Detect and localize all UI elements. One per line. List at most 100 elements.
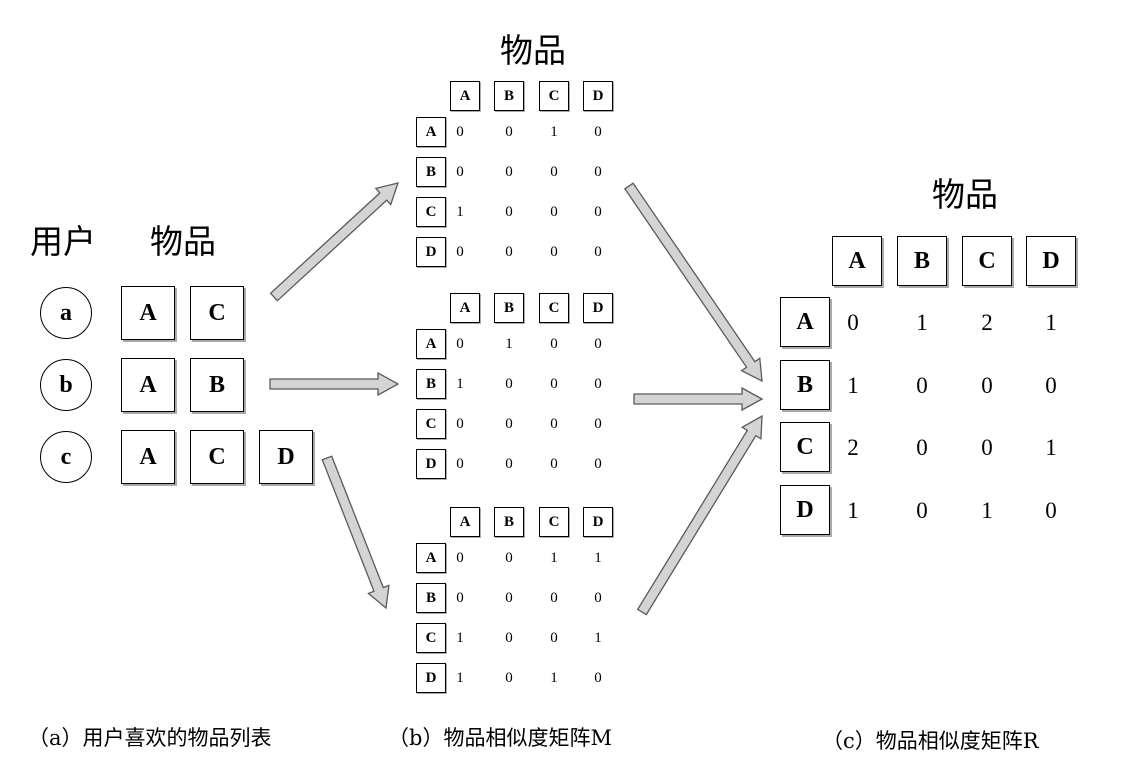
matrix-r-col-header-A: A bbox=[832, 236, 882, 286]
matrix-r-cell: 2 bbox=[847, 435, 859, 460]
matrix-m2-col-header-A: A bbox=[450, 293, 480, 323]
matrix-r-cell: 2 bbox=[981, 310, 993, 335]
user-c-item-C: C bbox=[190, 430, 244, 484]
matrix-m2-cell: 0 bbox=[550, 416, 558, 432]
matrix-m1-cell: 1 bbox=[456, 204, 464, 220]
user-circle-c: c bbox=[40, 431, 92, 483]
matrix-m3-cell: 0 bbox=[456, 590, 464, 606]
item-header-a: 物品 bbox=[150, 222, 216, 261]
matrix-m1-row-header-C: C bbox=[416, 197, 446, 227]
caption-a: （a）用户喜欢的物品列表 bbox=[28, 726, 272, 750]
matrix-m2-cell: 0 bbox=[456, 416, 464, 432]
matrix-m2-cell: 0 bbox=[594, 456, 602, 472]
matrix-m3-cell: 0 bbox=[505, 550, 513, 566]
matrix-m1-cell: 0 bbox=[594, 164, 602, 180]
arrow-user-c-to-m3 bbox=[321, 455, 390, 610]
matrix-r-cell: 1 bbox=[847, 498, 859, 523]
matrix-m3-col-header-D: D bbox=[583, 507, 613, 537]
user-a-item-C: C bbox=[190, 286, 244, 340]
caption-b: （b）物品相似度矩阵M bbox=[388, 726, 612, 750]
matrix-r-cell: 0 bbox=[847, 310, 859, 335]
matrix-m2-row-header-B: B bbox=[416, 369, 446, 399]
matrix-m2-cell: 0 bbox=[456, 336, 464, 352]
matrix-m3-cell: 0 bbox=[550, 630, 558, 646]
matrix-m2-col-header-C: C bbox=[539, 293, 569, 323]
matrix-m2-col-header-D: D bbox=[583, 293, 613, 323]
matrix-m3-row-header-B: B bbox=[416, 583, 446, 613]
matrix-m1-cell: 0 bbox=[456, 124, 464, 140]
matrix-r-cell: 0 bbox=[916, 435, 928, 460]
arrow-m1-to-r bbox=[623, 182, 763, 383]
user-circle-b: b bbox=[40, 359, 92, 411]
matrix-m2-cell: 0 bbox=[505, 376, 513, 392]
matrix-r-row-header-B: B bbox=[780, 360, 830, 410]
matrix-m3-row-header-A: A bbox=[416, 543, 446, 573]
matrix-m3-cell: 0 bbox=[550, 590, 558, 606]
user-header: 用户 bbox=[30, 222, 96, 261]
matrix-m1-col-header-A: A bbox=[450, 81, 480, 111]
matrix-m1-col-header-B: B bbox=[494, 81, 524, 111]
matrix-m2-cell: 0 bbox=[594, 336, 602, 352]
matrix-m1-cell: 0 bbox=[594, 244, 602, 260]
matrix-m2-row-header-C: C bbox=[416, 409, 446, 439]
matrix-m3-cell: 0 bbox=[505, 630, 513, 646]
matrix-m3-cell: 0 bbox=[505, 670, 513, 686]
matrix-m2-cell: 1 bbox=[456, 376, 464, 392]
matrix-r-row-header-D: D bbox=[780, 485, 830, 535]
matrix-r-cell: 1 bbox=[847, 373, 859, 398]
arrow-user-b-to-m2 bbox=[269, 371, 400, 397]
matrix-m3-row-header-D: D bbox=[416, 663, 446, 693]
matrix-m1-cell: 0 bbox=[456, 164, 464, 180]
matrix-m1-cell: 0 bbox=[505, 124, 513, 140]
matrix-m2-cell: 0 bbox=[456, 456, 464, 472]
matrix-m3-cell: 1 bbox=[550, 550, 558, 566]
arrow-m3-to-r bbox=[636, 414, 763, 616]
matrix-m1-cell: 0 bbox=[550, 164, 558, 180]
matrix-m1-cell: 0 bbox=[550, 244, 558, 260]
matrix-r-col-header-D: D bbox=[1026, 236, 1076, 286]
caption-c: （c）物品相似度矩阵R bbox=[822, 729, 1039, 753]
matrix-m3-cell: 0 bbox=[594, 670, 602, 686]
matrix-m1-cell: 0 bbox=[505, 164, 513, 180]
matrix-m3-col-header-A: A bbox=[450, 507, 480, 537]
matrix-r-cell: 1 bbox=[916, 310, 928, 335]
matrix-m1-cell: 0 bbox=[505, 204, 513, 220]
matrix-m3-cell: 0 bbox=[505, 590, 513, 606]
matrix-r-cell: 0 bbox=[1045, 498, 1057, 523]
matrix-r-cell: 0 bbox=[1045, 373, 1057, 398]
matrix-m1-cell: 0 bbox=[505, 244, 513, 260]
arrow-m2-to-r bbox=[633, 386, 764, 412]
matrix-m3-cell: 1 bbox=[550, 670, 558, 686]
matrix-m1-col-header-C: C bbox=[539, 81, 569, 111]
matrix-m3-cell: 1 bbox=[456, 630, 464, 646]
matrix-m2-cell: 0 bbox=[505, 416, 513, 432]
matrix-m3-cell: 1 bbox=[456, 670, 464, 686]
matrix-r-col-header-C: C bbox=[962, 236, 1012, 286]
matrix-m2-cell: 1 bbox=[505, 336, 513, 352]
matrix-m3-col-header-C: C bbox=[539, 507, 569, 537]
matrix-r-row-header-A: A bbox=[780, 297, 830, 347]
matrix-r-cell: 1 bbox=[1045, 435, 1057, 460]
matrix-m3-cell: 1 bbox=[594, 550, 602, 566]
matrix-m2-cell: 0 bbox=[594, 376, 602, 392]
matrix-m2-col-header-B: B bbox=[494, 293, 524, 323]
matrix-r-cell: 0 bbox=[916, 373, 928, 398]
arrow-user-a-to-m1 bbox=[269, 182, 399, 302]
matrix-m1-cell: 0 bbox=[456, 244, 464, 260]
matrix-m1-row-header-D: D bbox=[416, 237, 446, 267]
matrix-m3-row-header-C: C bbox=[416, 623, 446, 653]
matrix-m1-cell: 0 bbox=[594, 124, 602, 140]
matrix-r-cell: 0 bbox=[916, 498, 928, 523]
matrix-m1-row-header-A: A bbox=[416, 117, 446, 147]
user-c-item-D: D bbox=[259, 430, 313, 484]
matrix-m2-cell: 0 bbox=[505, 456, 513, 472]
matrix-r-cell: 1 bbox=[1045, 310, 1057, 335]
matrix-m2-cell: 0 bbox=[550, 336, 558, 352]
user-a-item-A: A bbox=[121, 286, 175, 340]
matrix-r-col-header-B: B bbox=[897, 236, 947, 286]
user-b-item-B: B bbox=[190, 358, 244, 412]
matrix-m2-row-header-A: A bbox=[416, 329, 446, 359]
matrix-m2-cell: 0 bbox=[594, 416, 602, 432]
matrix-r-cell: 1 bbox=[981, 498, 993, 523]
